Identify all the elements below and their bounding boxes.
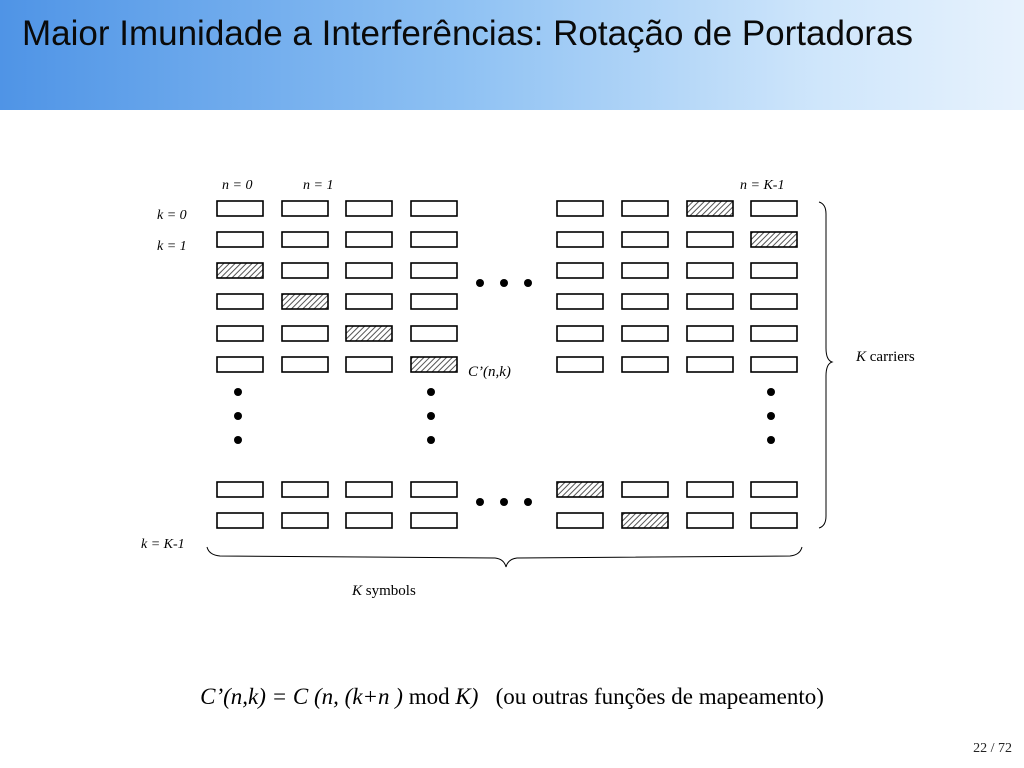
grid-cell-hatched xyxy=(686,200,734,217)
vertical-ellipsis-right xyxy=(767,388,775,444)
grid-cell xyxy=(281,356,329,373)
grid-cell xyxy=(686,293,734,310)
page-number: 22 / 72 xyxy=(973,741,1012,756)
column-label-n1: n = 1 xyxy=(303,178,333,193)
horizontal-ellipsis-bottom xyxy=(476,498,532,506)
grid-cell xyxy=(410,512,458,529)
grid-cell xyxy=(345,481,393,498)
grid-cell xyxy=(621,293,669,310)
formula-modvar: K) xyxy=(455,684,479,709)
grid-cell xyxy=(410,231,458,248)
grid-cell xyxy=(281,325,329,342)
grid-cell xyxy=(686,262,734,279)
grid-cell xyxy=(686,512,734,529)
column-label-nK-1: n = K-1 xyxy=(740,178,784,193)
grid-cell xyxy=(621,200,669,217)
grid-cell xyxy=(556,231,604,248)
row-label-k0: k = 0 xyxy=(157,208,187,223)
formula-note: (ou outras funções de mapeamento) xyxy=(495,684,824,709)
cell-label: C’(n,k) xyxy=(468,364,511,380)
grid-cell xyxy=(556,356,604,373)
grid-cell xyxy=(621,356,669,373)
grid-cell xyxy=(216,200,264,217)
grid-cell-hatched xyxy=(556,481,604,498)
grid-cell xyxy=(750,293,798,310)
grid-cell xyxy=(345,200,393,217)
grid-cell xyxy=(410,481,458,498)
column-label-n0: n = 0 xyxy=(222,178,252,193)
grid-cell xyxy=(410,262,458,279)
grid-cell-hatched xyxy=(410,356,458,373)
vertical-ellipsis-middle xyxy=(427,388,435,444)
grid-cell xyxy=(345,512,393,529)
grid-cell xyxy=(216,325,264,342)
slide-header: Maior Imunidade a Interferências: Rotaçã… xyxy=(0,0,1024,110)
grid-cell xyxy=(556,325,604,342)
grid-cell xyxy=(216,356,264,373)
grid-cell xyxy=(750,481,798,498)
grid-cell-hatched xyxy=(345,325,393,342)
grid-cell xyxy=(281,512,329,529)
formula-lhs: C’(n,k) = C (n, (k+n ) xyxy=(200,684,403,709)
symbols-brace xyxy=(206,546,803,568)
grid-cell xyxy=(281,231,329,248)
grid-cell xyxy=(410,293,458,310)
mapping-formula: C’(n,k) = C (n, (k+n ) mod K) (ou outras… xyxy=(0,684,1024,710)
grid-cell-hatched xyxy=(621,512,669,529)
grid-cell xyxy=(556,262,604,279)
grid-cell xyxy=(750,512,798,529)
grid-cell xyxy=(216,512,264,529)
grid-cell xyxy=(281,481,329,498)
grid-cell-hatched xyxy=(216,262,264,279)
slide-title: Maior Imunidade a Interferências: Rotaçã… xyxy=(22,14,914,53)
grid-cell xyxy=(686,325,734,342)
grid-cell xyxy=(345,293,393,310)
grid-cell xyxy=(750,262,798,279)
grid-cell xyxy=(345,231,393,248)
grid-cell xyxy=(556,293,604,310)
grid-cell xyxy=(621,325,669,342)
horizontal-ellipsis-top xyxy=(476,279,532,287)
grid-cell-hatched xyxy=(281,293,329,310)
grid-cell xyxy=(686,356,734,373)
grid-cell xyxy=(750,356,798,373)
row-label-k1: k = 1 xyxy=(157,239,187,254)
grid-cell xyxy=(556,200,604,217)
row-label-kK-1: k = K-1 xyxy=(141,537,185,552)
grid-cell xyxy=(281,262,329,279)
grid-cell xyxy=(686,481,734,498)
carrier-grid xyxy=(216,200,798,529)
grid-cell xyxy=(621,481,669,498)
grid-cell xyxy=(621,231,669,248)
vertical-ellipsis-left xyxy=(234,388,242,444)
carriers-brace-label: K carriers xyxy=(855,349,915,365)
grid-cell xyxy=(216,481,264,498)
grid-cell xyxy=(410,200,458,217)
grid-cell xyxy=(345,262,393,279)
grid-cell xyxy=(410,325,458,342)
grid-cell xyxy=(621,262,669,279)
symbols-brace-label: K symbols xyxy=(351,583,416,599)
grid-cell xyxy=(750,200,798,217)
grid-cell xyxy=(281,200,329,217)
grid-cell xyxy=(216,293,264,310)
formula-mod: mod xyxy=(402,684,456,709)
grid-cell-hatched xyxy=(750,231,798,248)
carriers-brace xyxy=(818,201,834,529)
grid-cell xyxy=(216,231,264,248)
grid-cell xyxy=(750,325,798,342)
grid-cell xyxy=(556,512,604,529)
grid-cell xyxy=(345,356,393,373)
grid-cell xyxy=(686,231,734,248)
